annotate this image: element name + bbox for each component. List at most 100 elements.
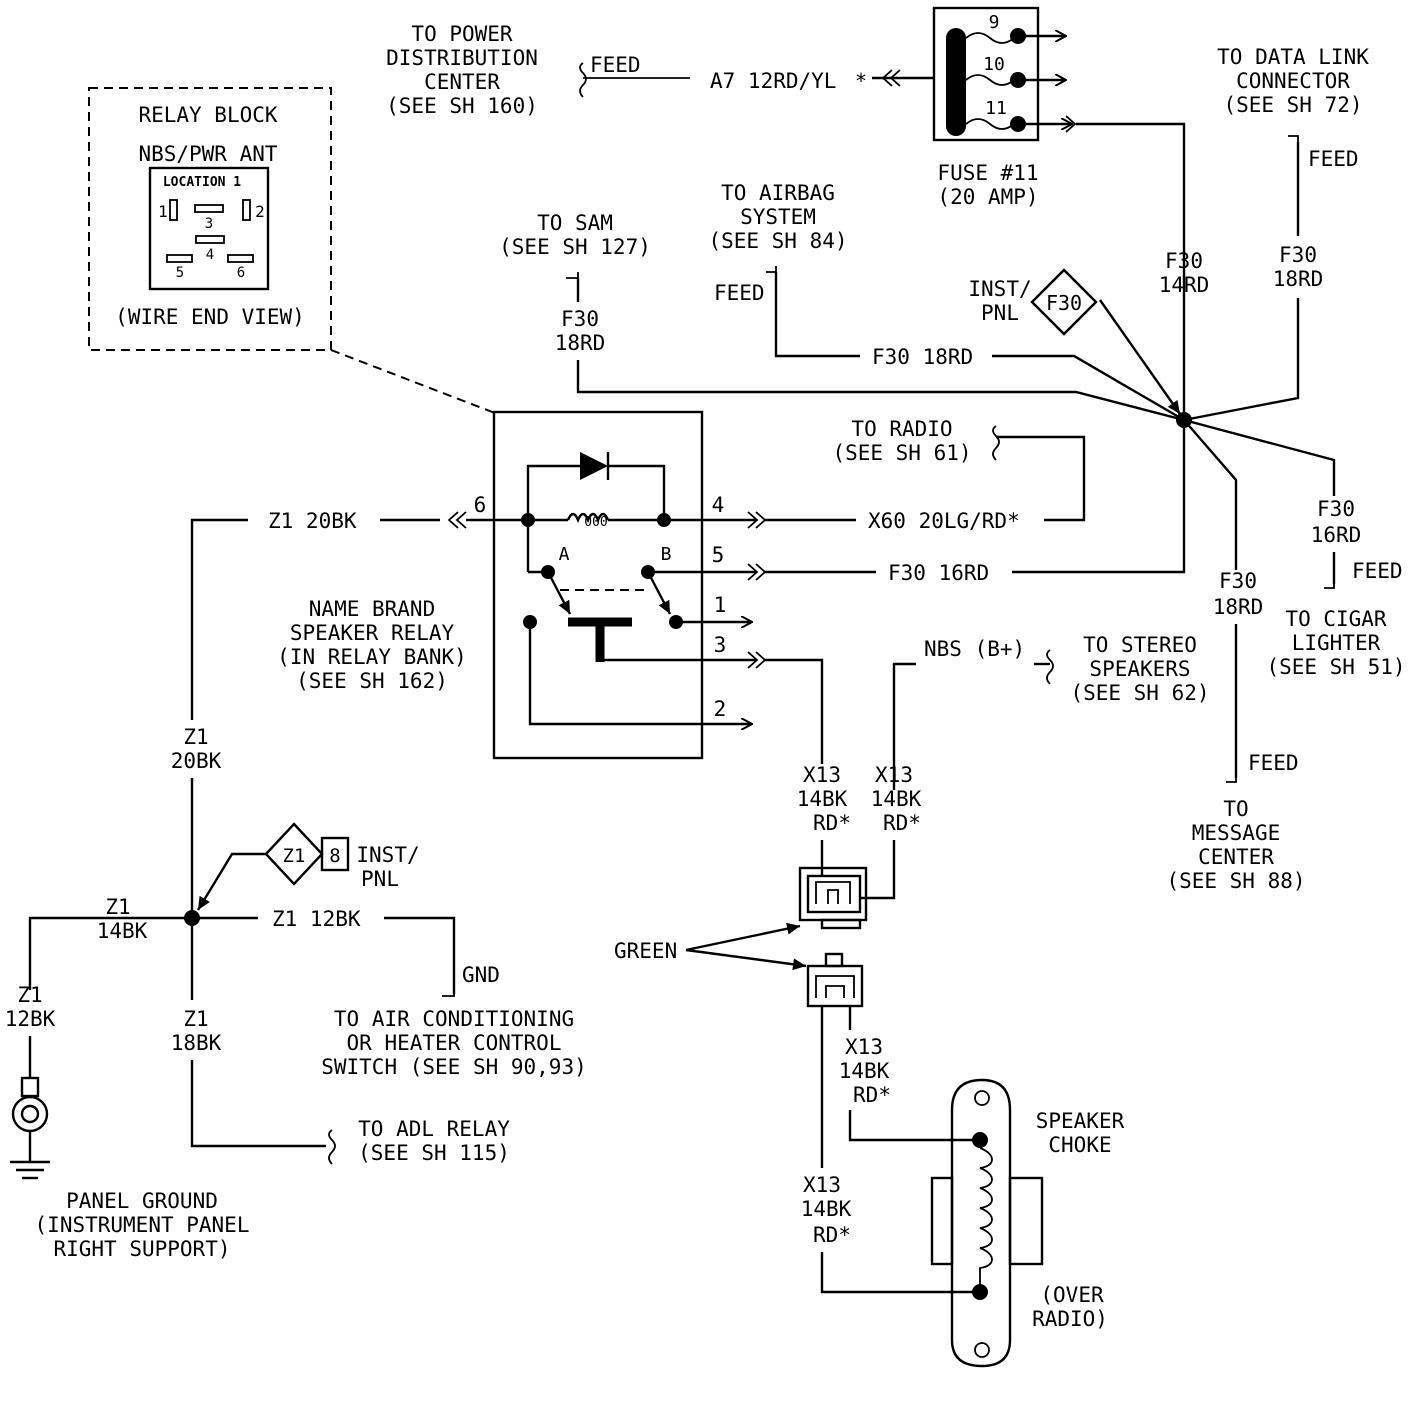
wire-label-z1-20bk: Z1 20BK [268,509,357,533]
ac-label: TO AIR CONDITIONING [334,1007,574,1031]
stereo-label: (SEE SH 62) [1070,681,1209,705]
relay-pin-4: 4 [712,493,725,517]
wire-f30-14rd [1076,122,1186,420]
relay-pin-1: 1 [714,593,727,617]
connector-tag: Z1 [283,845,306,867]
wire-label: F30 [561,307,599,331]
text-line: LIGHTER [1292,631,1381,655]
pin-label-2: 2 [255,202,265,221]
fuse-11: 9 10 11 FUSE #11 (20 AMP) [932,6,1077,209]
wire-label: 14RD [1159,273,1210,297]
relay-label: NAME BRAND [309,597,435,621]
fuse-pin-11: 11 [985,98,1007,119]
text-line: TO POWER [411,22,513,46]
speaker-choke: SPEAKER CHOKE (OVER RADIO) [930,1078,1125,1368]
gnd-label: GND [462,963,500,987]
connector-tag: F30 [1046,291,1082,315]
feed-label: FEED [1308,147,1359,171]
wire-label: 20BK [171,749,222,773]
wire-label-a7: A7 12RD/YL [710,69,836,93]
contact-a: A [559,544,570,565]
relay-block-subtitle: NBS/PWR ANT [138,142,277,166]
text-line: CENTER [424,70,500,94]
choke-label: (OVER [1040,1283,1104,1307]
speaker-relay: 000 A B 6 4 5 1 3 2 NAME BRAND SPEAKER R [277,410,876,764]
relay-pin-6: 6 [474,493,487,517]
wire-label: F30 18RD [872,345,973,369]
wire-label: 14BK [839,1059,890,1083]
choke-label: SPEAKER [1036,1109,1125,1133]
data-link-connector-label: TO DATA LINK CONNECTOR (SEE SH 72) FEED … [1183,45,1369,422]
text-line: SYSTEM [740,205,816,229]
power-distribution-label: TO POWER DISTRIBUTION CENTER (SEE SH 160… [386,22,935,118]
text-line: TO AIRBAG [721,181,835,205]
wire-label: RD* [813,811,851,835]
text-line: TO CIGAR [1285,607,1387,631]
ground-label: RIGHT SUPPORT) [53,1237,230,1261]
wire-label: 14BK [871,787,922,811]
radio-label: TO RADIO (SEE SH 61) X60 20LG/RD* [832,417,1086,533]
wire-label: 14BK [797,787,848,811]
relay-pin-2: 2 [714,697,727,721]
wire-label: X13 [803,763,841,787]
wire-label: RD* [853,1083,891,1107]
wire-label: 18RD [1273,267,1324,291]
ac-label: SWITCH (SEE SH 90,93) [321,1055,587,1079]
relay-label: SPEAKER RELAY [290,621,455,645]
wire-label: X13 [803,1173,841,1197]
stereo-label: TO STEREO [1083,633,1197,657]
green-connector-top [798,840,896,930]
pin-label-6: 6 [237,265,245,281]
text-line: (SEE SH 127) [499,235,651,259]
relay-pin-5: 5 [712,543,725,567]
svg-text:*: * [855,69,867,93]
relay-coil: 000 [584,515,607,530]
text-line: PNL [981,301,1019,325]
text-line: TO SAM [537,211,613,235]
inset-leader-line [330,349,496,414]
text-line: (SEE SH 160) [386,94,538,118]
relay-pin-3: 3 [714,633,727,657]
sam-label: TO SAM (SEE SH 127) F30 18RD [499,211,1185,422]
green-connector-bottom [806,952,864,1008]
stereo-label: SPEAKERS [1089,657,1190,681]
pin-label-5: 5 [176,265,184,281]
ac-label: OR HEATER CONTROL [347,1031,562,1055]
relay-block-view: (WIRE END VIEW) [115,305,305,329]
relay-block-location: LOCATION 1 [163,175,241,190]
text-line: (SEE SH 88) [1166,869,1305,893]
relay-block-inset: RELAY BLOCK NBS/PWR ANT LOCATION 1 1 2 3… [88,87,332,351]
airbag-label: TO AIRBAG SYSTEM (SEE SH 84) FEED F30 18… [708,181,1185,422]
relay-label: (SEE SH 162) [296,669,448,693]
wire-label: Z1 [183,1007,208,1031]
wire-label: 14BK [801,1197,852,1221]
connector-pin: 8 [329,845,340,867]
fuse-pin-10: 10 [983,54,1005,75]
wire-label: 18RD [1213,595,1264,619]
wire-label-z1-12bk: Z1 12BK [272,907,361,931]
wire-label: F30 [1279,243,1317,267]
text-line: TO [1223,797,1248,821]
pin-label-4: 4 [206,247,214,263]
wire-label: 12BK [5,1007,56,1031]
message-center-label: F30 18RD FEED TO MESSAGE CENTER (SEE SH … [1166,419,1306,893]
feed-label: FEED [714,281,765,305]
text-line: (SEE SH 61) [832,441,971,465]
text-line: (SEE SH 84) [708,229,847,253]
text-line: TO DATA LINK [1217,45,1369,69]
wire-label-f30-16rd: F30 16RD [888,561,989,585]
wire-label: 18BK [171,1031,222,1055]
text-line: TO RADIO [851,417,952,441]
wire-label: X13 [845,1035,883,1059]
text-line: DISTRIBUTION [386,46,538,70]
choke-label: CHOKE [1048,1133,1111,1157]
wire-label: Z1 [17,983,42,1007]
text-line: INST/ [356,843,419,867]
feed-label: FEED [590,53,641,77]
wire-label: Z1 [183,725,208,749]
contact-b: B [661,544,672,565]
adl-label: (SEE SH 115) [358,1141,510,1165]
wire-label: F30 [1317,497,1355,521]
